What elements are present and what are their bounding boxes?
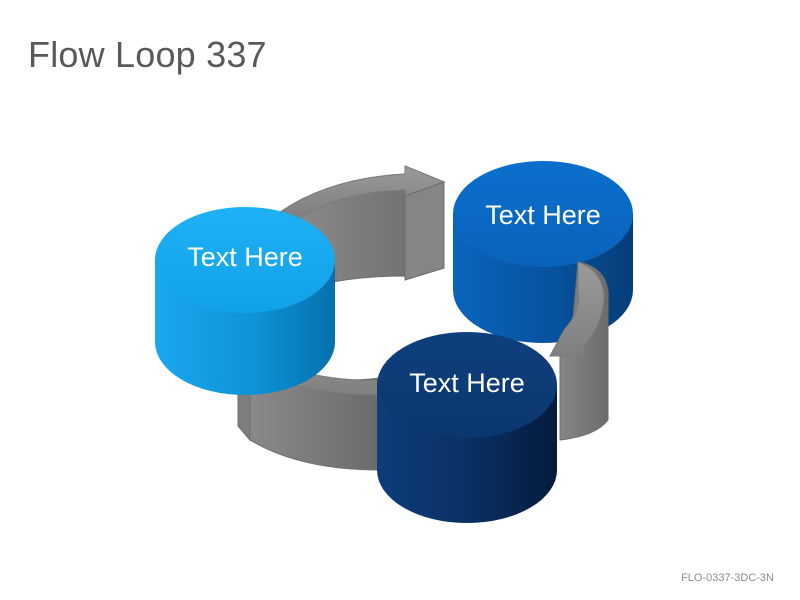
cylinder-node-2: Text Here	[453, 161, 633, 343]
cylinder-node-3: Text Here	[377, 332, 557, 523]
node-3-label: Text Here	[409, 368, 525, 398]
cylinder-node-1: Text Here	[155, 207, 335, 395]
node-1-label: Text Here	[187, 242, 303, 272]
slide-code: FLO-0337-3DC-3N	[681, 572, 774, 584]
slide-title: Flow Loop 337	[28, 34, 267, 75]
flow-arrow-2-to-3	[548, 261, 609, 441]
node-2-label: Text Here	[485, 200, 601, 230]
